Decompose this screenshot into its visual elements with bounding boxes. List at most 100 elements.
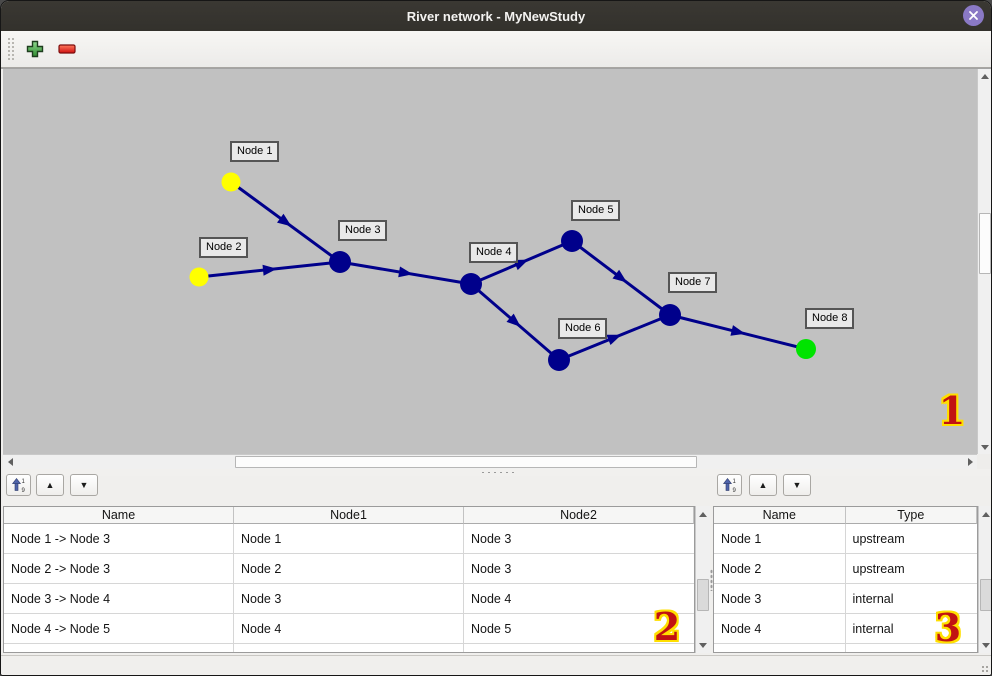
table-cell[interactable]: Node 4 bbox=[714, 614, 846, 644]
scroll-left-button[interactable] bbox=[3, 455, 17, 469]
network-node[interactable] bbox=[659, 304, 681, 326]
resize-grip[interactable] bbox=[981, 665, 990, 674]
table-cell[interactable]: Node 1 bbox=[234, 524, 464, 554]
table-cell[interactable]: Node 1 bbox=[714, 524, 846, 554]
table-cell[interactable]: Node 2 bbox=[714, 554, 846, 584]
column-header[interactable]: Name bbox=[714, 507, 846, 524]
links-scroll-thumb[interactable] bbox=[697, 579, 709, 611]
node-label[interactable]: Node 6 bbox=[558, 318, 608, 339]
red-minus-icon bbox=[58, 44, 76, 54]
table-cell[interactable]: internal bbox=[845, 614, 977, 644]
table-cell[interactable]: Node 2 -> Node 3 bbox=[4, 554, 234, 584]
table-cell[interactable]: Node 1 -> Node 3 bbox=[4, 524, 234, 554]
links-table-scrollbar[interactable] bbox=[695, 506, 710, 653]
status-bar bbox=[1, 655, 991, 675]
node-label[interactable]: Node 5 bbox=[571, 200, 621, 221]
column-header[interactable]: Node2 bbox=[464, 507, 694, 524]
nodes-move-down-button[interactable]: ▼ bbox=[783, 474, 811, 496]
node-label[interactable]: Node 3 bbox=[338, 220, 388, 241]
table-cell[interactable]: Node 3 bbox=[464, 554, 694, 584]
arrow-up-icon bbox=[982, 511, 990, 517]
canvas-vertical-scrollbar[interactable] bbox=[977, 69, 991, 454]
titlebar[interactable]: River network - MyNewStudy bbox=[1, 1, 991, 31]
scroll-up-button[interactable] bbox=[978, 69, 991, 83]
scroll-up-button[interactable] bbox=[979, 507, 991, 521]
add-node-button[interactable] bbox=[22, 36, 48, 62]
nodes-table-scrollbar[interactable] bbox=[978, 506, 991, 653]
horizontal-splitter[interactable] bbox=[1, 469, 991, 476]
empty-row bbox=[714, 644, 977, 652]
nodes-sort-button[interactable]: 1 9 bbox=[717, 474, 742, 496]
network-canvas[interactable]: Node 1 Node 2 Node 3 Node 4 Node 5 Node 6 Node… bbox=[3, 69, 977, 454]
table-cell[interactable]: upstream bbox=[845, 524, 977, 554]
network-node[interactable] bbox=[221, 172, 241, 192]
canvas-vscroll-thumb[interactable] bbox=[979, 213, 991, 274]
down-triangle-icon: ▼ bbox=[792, 480, 802, 490]
network-node[interactable] bbox=[329, 251, 351, 273]
flow-direction-arrow-icon bbox=[730, 325, 746, 336]
canvas-hscroll-thumb[interactable] bbox=[235, 456, 697, 468]
up-triangle-icon: ▲ bbox=[45, 480, 55, 490]
links-move-up-button[interactable]: ▲ bbox=[36, 474, 64, 496]
scroll-up-button[interactable] bbox=[696, 507, 710, 521]
table-cell[interactable]: Node 3 -> Node 4 bbox=[4, 584, 234, 614]
column-header[interactable]: Type bbox=[845, 507, 977, 524]
arrow-up-icon bbox=[699, 511, 707, 517]
arrow-left-icon bbox=[7, 458, 13, 466]
table-cell[interactable]: Node 4 bbox=[234, 614, 464, 644]
table-cell[interactable]: Node 4 -> Node 5 bbox=[4, 614, 234, 644]
table-cell[interactable]: Node 5 bbox=[464, 614, 694, 644]
links-sort-button[interactable]: 1 9 bbox=[6, 474, 31, 496]
node-label[interactable]: Node 7 bbox=[668, 272, 718, 293]
vertical-splitter[interactable] bbox=[709, 506, 713, 653]
table-cell[interactable]: Node 4 bbox=[464, 584, 694, 614]
remove-node-button[interactable] bbox=[54, 36, 80, 62]
toolbar-grip[interactable] bbox=[7, 37, 14, 61]
close-button[interactable] bbox=[963, 5, 984, 26]
scroll-right-button[interactable] bbox=[963, 455, 977, 469]
column-header[interactable]: Node1 bbox=[234, 507, 464, 524]
table-cell[interactable]: upstream bbox=[845, 554, 977, 584]
network-node[interactable] bbox=[561, 230, 583, 252]
nodes-scroll-thumb[interactable] bbox=[980, 579, 991, 611]
table-cell[interactable]: internal bbox=[845, 584, 977, 614]
nodes-move-up-button[interactable]: ▲ bbox=[749, 474, 777, 496]
network-node[interactable] bbox=[548, 349, 570, 371]
node-label[interactable]: Node 4 bbox=[469, 242, 519, 263]
table-cell[interactable]: Node 3 bbox=[464, 524, 694, 554]
table-cell bbox=[4, 644, 234, 652]
network-node[interactable] bbox=[189, 267, 209, 287]
network-node[interactable] bbox=[460, 273, 482, 295]
network-node[interactable] bbox=[796, 339, 816, 359]
node-label[interactable]: Node 8 bbox=[805, 308, 855, 329]
node-label[interactable]: Node 1 bbox=[230, 141, 280, 162]
canvas-horizontal-scrollbar[interactable] bbox=[3, 454, 977, 469]
arrow-down-icon bbox=[981, 444, 989, 450]
table-cell[interactable]: Node 3 bbox=[234, 584, 464, 614]
links-move-down-button[interactable]: ▼ bbox=[70, 474, 98, 496]
node-label[interactable]: Node 2 bbox=[199, 237, 249, 258]
scroll-down-button[interactable] bbox=[978, 440, 991, 454]
svg-text:9: 9 bbox=[732, 488, 736, 493]
flow-direction-arrow-icon bbox=[612, 269, 627, 283]
flow-direction-arrow-icon bbox=[506, 313, 521, 327]
green-plus-icon bbox=[26, 40, 44, 58]
scroll-down-button[interactable] bbox=[696, 638, 710, 652]
arrow-up-icon bbox=[981, 73, 989, 79]
close-icon bbox=[969, 11, 978, 20]
scroll-down-button[interactable] bbox=[979, 638, 991, 652]
table-cell[interactable]: Node 2 bbox=[234, 554, 464, 584]
column-header[interactable]: Name bbox=[4, 507, 234, 524]
table-cell[interactable]: Node 3 bbox=[714, 584, 846, 614]
window-title: River network - MyNewStudy bbox=[406, 8, 586, 24]
